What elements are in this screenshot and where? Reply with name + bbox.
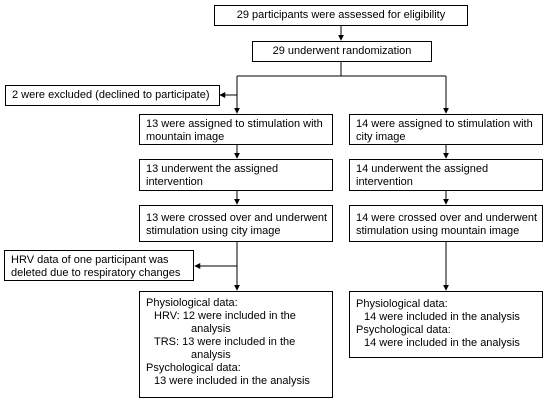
right-assigned-line-1: 14 were assigned to stimulation with	[356, 118, 533, 130]
left-crossed-line-2: stimulation using city image	[146, 225, 281, 237]
box-left-intervention: 13 underwent the assigned intervention	[139, 159, 333, 191]
right-physio-line: 14 were included in the analysis	[364, 311, 520, 323]
right-psych-line: 14 were included in the analysis	[364, 337, 520, 349]
assessed-text: 29 participants were assessed for eligib…	[236, 9, 446, 21]
right-physio-title: Physiological data:	[356, 298, 448, 310]
box-right-intervention: 14 underwent the assigned intervention	[349, 159, 543, 191]
right-crossed-line-2: stimulation using mountain image	[356, 225, 520, 237]
left-psych-line: 13 were included in the analysis	[154, 375, 310, 387]
left-crossed-line-1: 13 were crossed over and underwent	[146, 212, 327, 224]
box-right-results: Physiological data: 14 were included in …	[349, 291, 543, 358]
right-intervention-line-2: intervention	[356, 176, 413, 188]
box-left-crossed: 13 were crossed over and underwent stimu…	[139, 205, 333, 242]
right-crossed-line-1: 14 were crossed over and underwent	[356, 212, 537, 224]
left-hrv-line-1: HRV: 12 were included in the	[154, 310, 296, 322]
box-hrv-deleted: HRV data of one participant was deleted …	[4, 250, 194, 281]
box-right-crossed: 14 were crossed over and underwent stimu…	[349, 205, 543, 242]
hrv-deleted-line-2: deleted due to respiratory changes	[11, 267, 181, 279]
left-assigned-line-2: mountain image	[146, 131, 225, 143]
left-trs-line-2: analysis	[191, 349, 231, 361]
left-trs-line-1: TRS: 13 were included in the	[154, 336, 296, 348]
right-psych-title: Psychological data:	[356, 324, 451, 336]
box-assessed: 29 participants were assessed for eligib…	[214, 5, 468, 26]
right-intervention-line-1: 14 underwent the assigned	[356, 163, 489, 175]
randomized-text: 29 underwent randomization	[272, 45, 412, 57]
left-psych-title: Psychological data:	[146, 362, 241, 374]
left-physio-title: Physiological data:	[146, 297, 238, 309]
hrv-deleted-line-1: HRV data of one participant was	[11, 254, 169, 266]
box-excluded: 2 were excluded (declined to participate…	[5, 85, 220, 106]
box-left-results: Physiological data: HRV: 12 were include…	[139, 291, 333, 398]
box-randomized: 29 underwent randomization	[252, 41, 432, 62]
left-intervention-line-1: 13 underwent the assigned	[146, 163, 279, 175]
excluded-text: 2 were excluded (declined to participate…	[12, 89, 210, 101]
right-assigned-line-2: city image	[356, 131, 406, 143]
left-intervention-line-2: intervention	[146, 176, 203, 188]
box-left-assigned: 13 were assigned to stimulation with mou…	[139, 114, 333, 145]
left-hrv-line-2: analysis	[191, 323, 231, 335]
left-assigned-line-1: 13 were assigned to stimulation with	[146, 118, 323, 130]
box-right-assigned: 14 were assigned to stimulation with cit…	[349, 114, 543, 145]
